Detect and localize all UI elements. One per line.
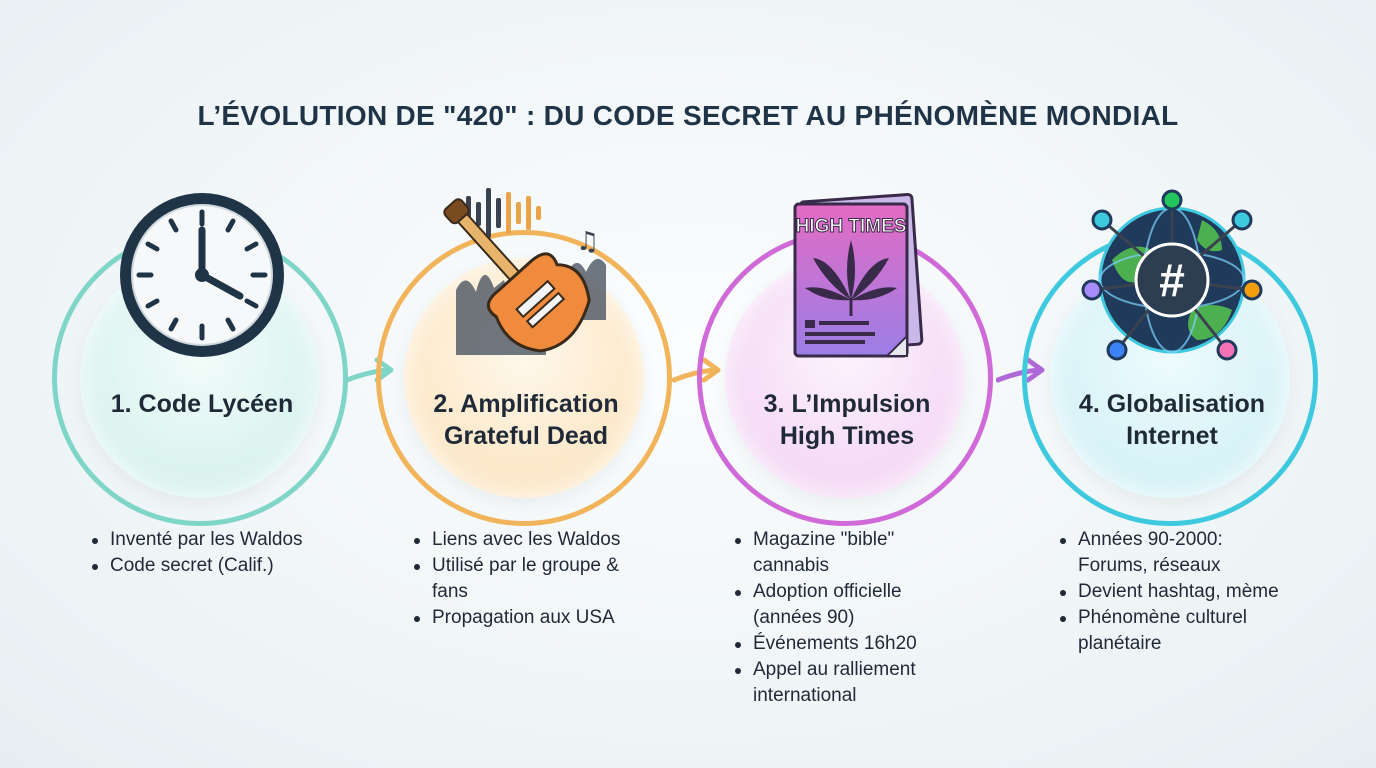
hashtag-globe-icon: # bbox=[1081, 189, 1263, 361]
step-3-label-line2: High Times bbox=[779, 422, 915, 450]
clock-icon bbox=[120, 193, 284, 357]
step-4-label-line1: 4. Globalisation bbox=[1078, 390, 1266, 418]
bullet-continuation: fans bbox=[432, 581, 468, 602]
step-4-label: 4. Globalisation Internet bbox=[1032, 388, 1312, 452]
page-title: L’ÉVOLUTION DE "420" : DU CODE SECRET AU… bbox=[197, 100, 1179, 131]
step-4-bullets: Années 90-2000: Forums, réseaux Devient … bbox=[1058, 527, 1279, 657]
step-3-label-line1: 3. L’Impulsion bbox=[763, 390, 931, 418]
bullet: Années 90-2000: bbox=[1060, 527, 1279, 553]
bullet: Phénomène culturel bbox=[1060, 605, 1279, 631]
step-2-label-line2: Grateful Dead bbox=[444, 422, 608, 450]
step-2-label-line1: 2. Amplification bbox=[433, 390, 619, 418]
step-2-bullets: Liens avec les Waldos Utilisé par le gro… bbox=[412, 527, 620, 631]
electric-guitar-icon: ♫ bbox=[443, 188, 606, 355]
bullet-continuation: planétaire bbox=[1078, 633, 1162, 654]
step-2-ring bbox=[376, 230, 672, 526]
bullet: Inventé par les Waldos bbox=[92, 527, 303, 553]
bullet: Adoption officielle bbox=[735, 579, 917, 605]
magazine-title: HIGH TIMES bbox=[796, 216, 907, 237]
step-4-label-line2: Internet bbox=[1126, 422, 1218, 450]
bullet: Utilisé par le groupe & bbox=[413, 553, 620, 579]
bullet-continuation: (années 90) bbox=[753, 607, 855, 628]
step-1: 1. Code Lycéen Inventé par les Waldos Co… bbox=[52, 0, 352, 768]
bullet: Liens avec les Waldos bbox=[413, 527, 620, 553]
step-3-label: 3. L’Impulsion High Times bbox=[707, 388, 987, 452]
step-3: HIGH TIMES 3. L’Impulsion High Times bbox=[697, 0, 997, 768]
bullet-continuation: Forums, réseaux bbox=[1078, 555, 1221, 576]
bullet-continuation: cannabis bbox=[753, 555, 830, 576]
bullet: Devient hashtag, mème bbox=[1060, 579, 1279, 605]
magazine-icon: HIGH TIMES bbox=[793, 193, 924, 358]
step-3-bullets: Magazine "bible" cannabis Adoption offic… bbox=[733, 527, 917, 709]
bullet: Magazine "bible" bbox=[735, 527, 917, 553]
step-4: # 4. Globalisation Internet Années 90-20… bbox=[1022, 0, 1322, 768]
bullet-continuation: international bbox=[753, 685, 857, 706]
step-1-label-line1: 1. Code Lycéen bbox=[110, 390, 294, 418]
bullet: Propagation aux USA bbox=[413, 605, 620, 631]
step-1-bullets: Inventé par les Waldos Code secret (Cali… bbox=[90, 527, 303, 579]
bullet: Événements 16h20 bbox=[735, 631, 917, 657]
step-2: ♫ 2. Amplification Grateful Dead Liens a… bbox=[376, 0, 676, 768]
svg-text:#: # bbox=[1159, 254, 1185, 306]
bullet: Code secret (Calif.) bbox=[92, 553, 303, 579]
step-1-label: 1. Code Lycéen bbox=[62, 388, 342, 420]
svg-text:♫: ♫ bbox=[576, 227, 599, 257]
bullet: Appel au ralliement bbox=[735, 657, 917, 683]
step-2-label: 2. Amplification Grateful Dead bbox=[386, 388, 666, 452]
